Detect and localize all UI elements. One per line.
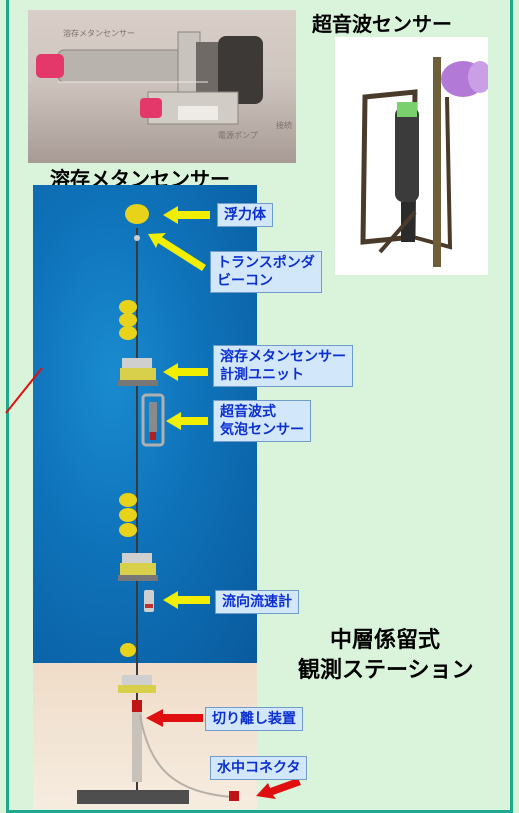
methane-sensor-illustration [36,31,263,125]
float-cluster-lower [119,493,137,537]
connector-cable [139,714,233,798]
callout-current-meter: 流向流速計 [215,590,299,614]
callout-current-meter-label: 流向流速計 [222,594,292,610]
transponder-beacon [134,235,140,241]
methane-measurement-unit-lower [118,553,158,581]
callout-bubble-line2: 気泡センサー [220,422,304,438]
station-title-line1: 中層係留式 [330,628,441,653]
float-cluster-upper [119,300,137,340]
bubble-sensor-unit [141,393,165,447]
station-title-line2: 観測ステーション [298,658,474,683]
current-meter-unit [144,590,154,612]
callout-float: 浮力体 [217,203,273,227]
methane-sensor-photo: 溶存メタンセンサー 電源ポンプ 接続 [28,10,296,163]
callout-methane-unit-line2: 計測ユニット [220,367,304,383]
release-device [132,700,142,712]
photo-side-tag: 接続 [276,121,292,130]
callout-methane-unit-line1: 溶存メタンセンサー [220,349,346,365]
ultrasonic-sensor-illustration [360,57,492,267]
ultrasonic-sensor-title: 超音波センサー [312,12,452,36]
callout-float-label: 浮力体 [224,207,266,223]
callout-release: 切り離し装置 [205,707,303,731]
photo-top-tag: 溶存メタンセンサー [63,29,135,38]
release-chain [132,712,142,782]
callout-bubble-sensor: 超音波式 気泡センサー [213,400,311,442]
callout-transponder-line2: ビーコン [217,273,273,289]
anchor-base [77,790,189,804]
callout-connector: 水中コネクタ [210,756,308,780]
ultrasonic-sensor-photo [335,37,492,275]
callout-connector-label: 水中コネクタ [217,760,301,776]
red-arrows [146,709,301,799]
float-buoy [125,204,149,224]
float-bottom [120,643,136,657]
callout-transponder: トランスポンダ ビーコン [210,251,322,293]
callout-bubble-line1: 超音波式 [220,404,276,420]
bottom-frame-unit [118,675,156,693]
underwater-connector [229,791,239,801]
callout-arrows [148,206,210,609]
red-pointer-line [5,367,43,414]
methane-measurement-unit [118,358,158,386]
callout-transponder-line1: トランスポンダ [217,255,315,271]
callout-methane-unit: 溶存メタンセンサー 計測ユニット [213,345,353,387]
callout-release-label: 切り離し装置 [212,711,296,727]
photo-bottom-tag: 電源ポンプ [218,131,258,140]
